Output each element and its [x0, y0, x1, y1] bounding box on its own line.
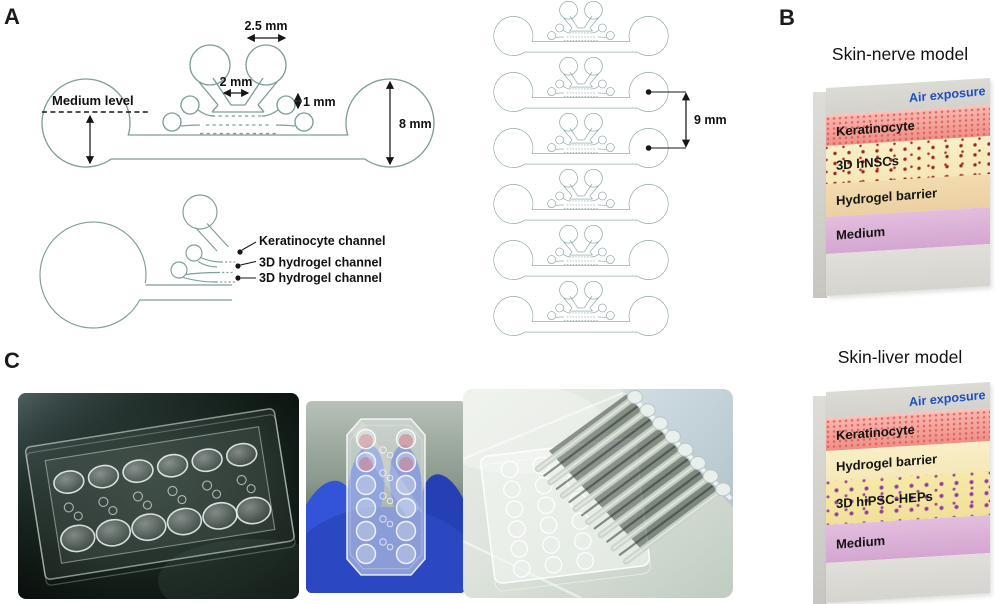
label-hydrogel-channel-2: 3D hydrogel channel	[259, 271, 382, 285]
dim-reservoir: 8 mm	[399, 117, 432, 131]
dim-inlet-diameter: 2.5 mm	[244, 19, 287, 33]
photo-device-in-hand	[306, 401, 466, 593]
photo-pipette-loading-image	[463, 389, 733, 598]
panel-c-letter: C	[4, 348, 20, 373]
hnsc-layer-label: 3D hNSCs	[835, 152, 899, 173]
dim-side-channel: 1 mm	[303, 95, 336, 109]
slab-base	[826, 243, 990, 296]
half-device-schematic: Keratinocyte channel 3D hydrogel channel…	[39, 194, 385, 329]
reservoir-wells	[53, 442, 272, 553]
device-array-schematic: 9 mm	[493, 0, 727, 336]
callout-dot-hydrogel-1	[235, 263, 241, 269]
slab-side-wall	[813, 92, 827, 298]
pipette-fittings	[627, 390, 732, 497]
hydrogel-barrier-label: Hydrogel barrier	[835, 450, 938, 474]
medium-level-label: Medium level	[52, 93, 134, 108]
air-exposure-label: Air exposure	[908, 387, 986, 410]
label-keratinocyte-channel: Keratinocyte channel	[259, 234, 385, 248]
media-tint	[359, 434, 413, 471]
chip-in-hand	[346, 418, 426, 576]
pipette-tips	[534, 393, 727, 565]
hydrogel-barrier-label: Hydrogel barrier	[835, 185, 938, 209]
photo-pipette-loading	[463, 389, 733, 598]
skin-liver-model-title: Skin-liver model	[837, 347, 963, 367]
callout-dot-keratinocyte	[237, 249, 243, 255]
photo-device-plate	[18, 393, 299, 599]
hipsc-heps-label: 3D hiPSC-HEPs	[835, 488, 933, 511]
chip-plate	[24, 408, 296, 586]
photo-device-in-hand-image	[306, 401, 466, 593]
medium-layer-label: Medium	[835, 223, 886, 243]
medium-layer-label: Medium	[835, 532, 886, 552]
dim-center-channel: 2 mm	[220, 75, 253, 89]
inlet-wells	[63, 474, 256, 521]
panel-a-schematics: 2.5 mm 2 mm 1 mm 8 mm Medium level Kerat…	[39, 0, 727, 336]
dim-pitch: 9 mm	[694, 113, 727, 127]
keratinocyte-layer-label: Keratinocyte	[835, 421, 915, 443]
slab-side-wall	[813, 396, 827, 604]
panel-a-letter: A	[4, 4, 20, 29]
panel-b-letter: B	[779, 5, 795, 30]
skin-nerve-model-title: Skin-nerve model	[831, 44, 969, 64]
label-hydrogel-channel-1: 3D hydrogel channel	[259, 256, 382, 270]
keratinocyte-layer-label: Keratinocyte	[835, 117, 915, 139]
chip-small-wells	[379, 446, 394, 551]
photo-device-plate-image	[18, 393, 299, 599]
device-top-view-schematic: 2.5 mm 2 mm 1 mm 8 mm Medium level	[41, 19, 435, 168]
slab-base	[826, 552, 990, 603]
air-exposure-label: Air exposure	[908, 83, 986, 106]
callout-dot-hydrogel-2	[235, 275, 241, 281]
